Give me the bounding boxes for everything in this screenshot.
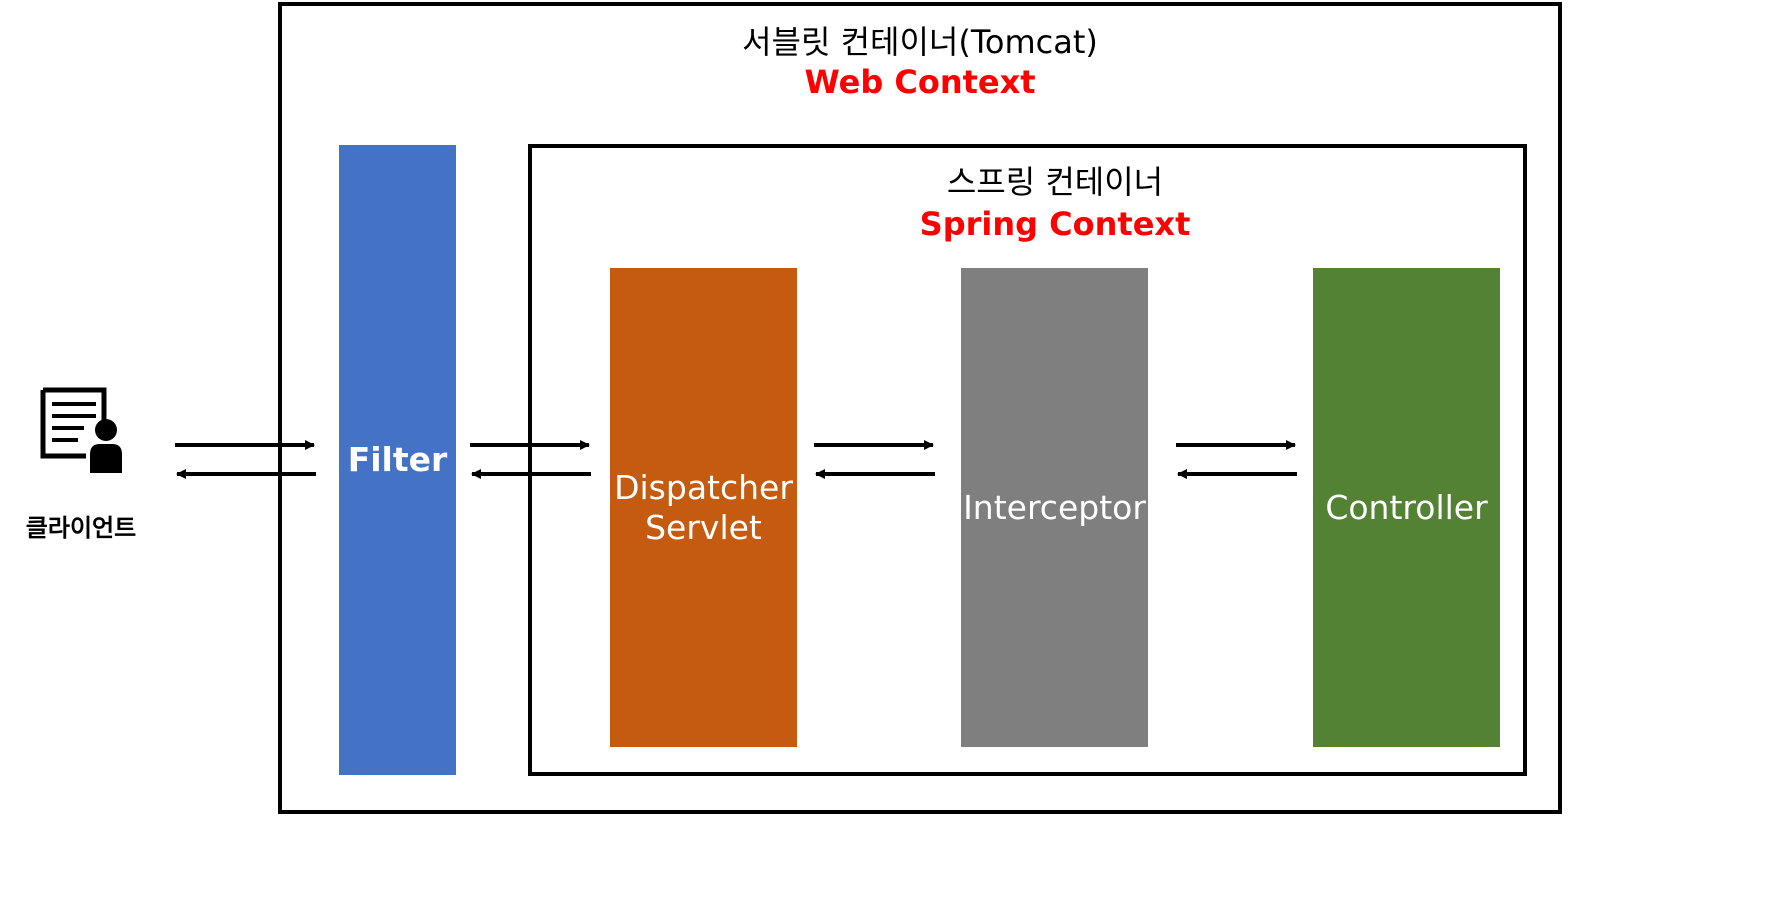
controller-label: Controller	[1325, 487, 1488, 527]
client-document-user-icon	[40, 387, 122, 473]
client-label: 클라이언트	[25, 514, 137, 542]
servlet-container-title: 서블릿 컨테이너(Tomcat)	[742, 23, 1098, 61]
filter-block: Filter	[339, 145, 456, 775]
spring-context-title: Spring Context	[919, 205, 1191, 243]
servlet-container-box	[278, 2, 1562, 814]
dispatcher-servlet-label: Dispatcher Servlet	[614, 467, 793, 547]
interceptor-label: Interceptor	[963, 487, 1146, 527]
spring-container-box	[528, 144, 1527, 776]
dispatcher-servlet-block: Dispatcher Servlet	[610, 268, 797, 747]
web-context-title: Web Context	[804, 63, 1036, 101]
spring-container-title: 스프링 컨테이너	[946, 163, 1164, 201]
controller-block: Controller	[1313, 268, 1500, 747]
interceptor-block: Interceptor	[961, 268, 1148, 747]
filter-label: Filter	[347, 440, 448, 479]
